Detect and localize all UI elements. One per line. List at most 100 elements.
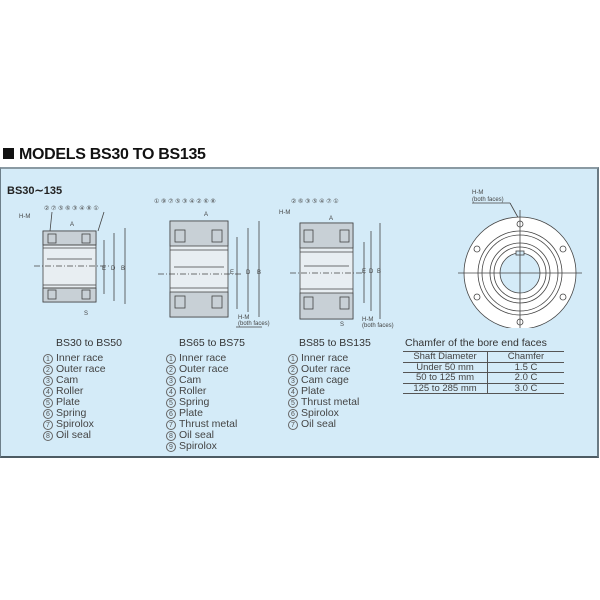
- square-bullet-icon: [3, 148, 14, 159]
- svg-text:S: S: [340, 322, 344, 328]
- part-label: Cam: [179, 374, 202, 386]
- end-view-drawing: H-M (both faces): [458, 190, 582, 328]
- series-label: BS30∼135: [7, 185, 63, 197]
- bs85-135-section-drawing: ② ⑥ ③ ⑤ ④ ⑦ ① H-M A C E D B S H-M (both …: [279, 198, 394, 329]
- callout-row: ① ⑨ ⑦ ⑤ ③ ④ ② ⑥ ⑧: [154, 198, 216, 205]
- part-number-icon: 4: [166, 387, 176, 397]
- svg-text:B: B: [121, 266, 125, 272]
- part-label: Cam cage: [301, 374, 349, 386]
- callout-row: ② ⑦ ⑤ ⑥ ③ ④ ⑧ ①: [44, 205, 99, 212]
- part-number-icon: 3: [43, 376, 53, 386]
- shaft-diameter-cell: 50 to 125 mm: [403, 372, 488, 384]
- chamfer-cell: 2.0 C: [487, 372, 564, 384]
- part-number-icon: 5: [166, 398, 176, 408]
- part-label: Plate: [301, 385, 325, 397]
- part-label: Thrust metal: [301, 396, 360, 408]
- svg-text:(both faces): (both faces): [362, 323, 394, 329]
- part-label: Spirolox: [301, 407, 339, 419]
- chamfer-title: Chamfer of the bore end faces: [405, 337, 547, 349]
- part-label: Roller: [179, 385, 207, 397]
- svg-text:A: A: [204, 212, 208, 218]
- part-number-icon: 8: [166, 431, 176, 441]
- part-label: Oil seal: [56, 429, 92, 441]
- svg-text:A: A: [70, 222, 74, 228]
- part-label: Outer race: [56, 363, 106, 375]
- part-number-icon: 8: [43, 431, 53, 441]
- section-title-text: MODELS BS30 TO BS135: [19, 146, 206, 163]
- callout-row: ② ⑥ ③ ⑤ ④ ⑦ ①: [291, 198, 339, 205]
- part-label: Inner race: [301, 352, 349, 364]
- part-label: Roller: [56, 385, 84, 397]
- part-number-icon: 1: [288, 354, 298, 364]
- bs30-50-section-drawing: ② ⑦ ⑤ ⑥ ③ ④ ⑧ ① H-M A C E D B S: [19, 205, 126, 317]
- section-title: MODELS BS30 TO BS135: [3, 146, 206, 164]
- bs85-135-caption: BS85 to BS135: [299, 337, 371, 349]
- part-number-icon: 7: [43, 420, 53, 430]
- svg-text:S: S: [84, 311, 88, 317]
- table-row: 50 to 125 mm 2.0 C: [403, 372, 564, 384]
- svg-text:H-M: H-M: [279, 210, 290, 216]
- part-label: Plate: [56, 396, 80, 408]
- part-number-icon: 2: [43, 365, 53, 375]
- bs65-75-caption: BS65 to BS75: [179, 337, 245, 349]
- chamfer-table: Shaft Diameter Chamfer Under 50 mm 1.5 C…: [403, 351, 564, 395]
- part-number-icon: 4: [288, 387, 298, 397]
- svg-text:(both faces): (both faces): [238, 321, 270, 327]
- svg-text:H-M: H-M: [362, 317, 373, 323]
- part-label: Spirolox: [56, 418, 94, 430]
- table-header-row: Shaft Diameter Chamfer: [403, 351, 564, 363]
- part-label: Cam: [56, 374, 79, 386]
- part-number-icon: 1: [166, 354, 176, 364]
- part-number-icon: 3: [166, 376, 176, 386]
- part-number-icon: 3: [288, 376, 298, 386]
- part-number-icon: 5: [43, 398, 53, 408]
- part-number-icon: 5: [288, 398, 298, 408]
- shaft-diameter-cell: 125 to 285 mm: [403, 383, 488, 395]
- svg-text:(both faces): (both faces): [472, 197, 504, 203]
- chamfer-cell: 1.5 C: [487, 362, 564, 374]
- part-number-icon: 7: [166, 420, 176, 430]
- part-label: Oil seal: [301, 418, 337, 430]
- part-label: Plate: [179, 407, 203, 419]
- part-label: Inner race: [56, 352, 104, 364]
- svg-text:D: D: [369, 269, 374, 275]
- shaft-diameter-cell: Under 50 mm: [403, 362, 488, 374]
- part-number-icon: 7: [288, 420, 298, 430]
- bs65-75-section-drawing: ① ⑨ ⑦ ⑤ ③ ④ ② ⑥ ⑧ A C E D B H-M (both fa…: [154, 198, 270, 328]
- part-label: Outer race: [301, 363, 351, 375]
- part-label: Spring: [56, 407, 87, 419]
- svg-text:A: A: [329, 216, 333, 222]
- part-label: Oil seal: [179, 429, 215, 441]
- svg-text:D: D: [111, 266, 116, 272]
- svg-text:H-M: H-M: [19, 214, 30, 220]
- part-label: Thrust metal: [179, 418, 238, 430]
- chamfer-cell: 3.0 C: [487, 383, 564, 395]
- part-number-icon: 1: [43, 354, 53, 364]
- table-row: 125 to 285 mm 3.0 C: [403, 383, 564, 395]
- svg-text:D: D: [246, 270, 251, 276]
- part-label: Spirolox: [179, 440, 217, 452]
- part-number-icon: 6: [166, 409, 176, 419]
- svg-text:H-M: H-M: [238, 315, 249, 321]
- part-label: Inner race: [179, 352, 227, 364]
